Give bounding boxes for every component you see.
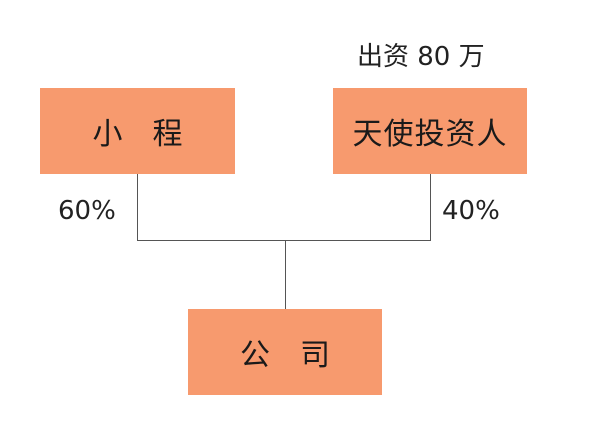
- share-percentage-xiaocheng: 60%: [58, 196, 116, 226]
- investment-amount-label: 出资 80 万: [357, 42, 485, 72]
- company-box: 公 司: [188, 309, 382, 395]
- shareholder-box-xiaocheng: 小 程: [40, 88, 235, 174]
- connector-line-left: [137, 174, 138, 240]
- connector-line-right: [430, 174, 431, 240]
- connector-line-center: [285, 240, 286, 309]
- connector-line-horizontal: [137, 240, 431, 241]
- shareholder-box-angel-investor: 天使投资人: [333, 88, 527, 174]
- share-percentage-angel-investor: 40%: [442, 196, 500, 226]
